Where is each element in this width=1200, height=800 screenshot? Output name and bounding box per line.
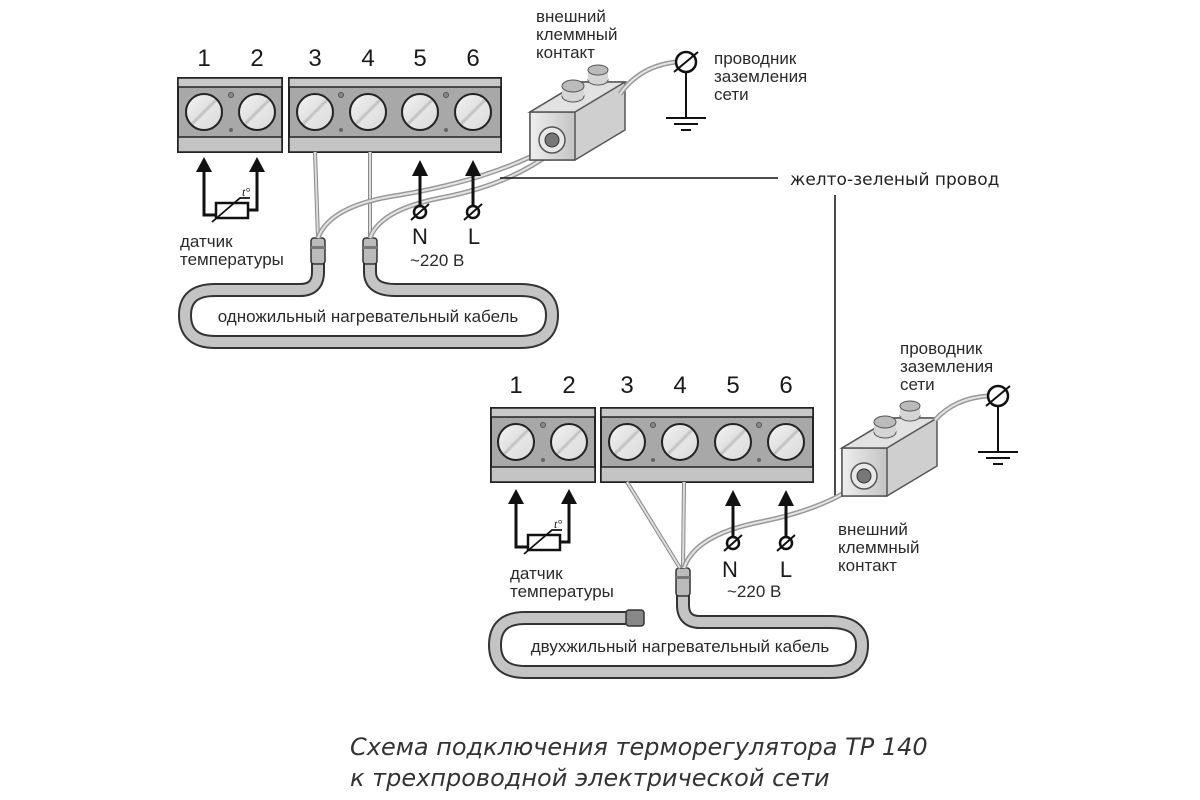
heating-cable-two-core xyxy=(487,480,870,679)
yellow-green-wire-label: желто-зеленый провод xyxy=(790,170,999,190)
terminal-number: 4 xyxy=(673,372,686,399)
live-label: L xyxy=(468,224,480,249)
cable-end-cap xyxy=(625,609,645,627)
external-contact-label: внешний xyxy=(838,520,908,539)
terminal-number: 3 xyxy=(620,372,633,399)
supply-connections xyxy=(410,160,483,221)
terminal-number: 4 xyxy=(361,45,374,72)
external-contact-label: контакт xyxy=(536,43,595,62)
terminal-number: 6 xyxy=(779,372,792,399)
terminal-screw xyxy=(497,423,535,461)
voltage-label: ~220 В xyxy=(410,251,464,270)
mains-ground-symbol xyxy=(933,384,1018,465)
terminal-number: 3 xyxy=(308,45,321,72)
terminal-number: 5 xyxy=(726,372,739,399)
external-terminal-contact xyxy=(839,400,940,497)
ground-conductor-label: заземления xyxy=(900,357,993,376)
terminal-number: 2 xyxy=(250,45,263,72)
sensor-label: датчик xyxy=(510,564,563,583)
cable-label: одножильный нагревательный кабель xyxy=(218,307,519,326)
ground-conductor-label: проводник xyxy=(714,49,797,68)
live-label: L xyxy=(780,557,792,582)
temperature-sensor-symbol: t° xyxy=(196,157,265,223)
mains-ground-symbol xyxy=(617,50,706,131)
arrow-up-icon xyxy=(196,157,212,172)
terminal-screw xyxy=(767,423,805,461)
terminal-screw xyxy=(714,423,752,461)
terminal-screw xyxy=(608,423,646,461)
terminal-number: 5 xyxy=(413,45,426,72)
caption-line-1: Схема подключения терморегулятора ТР 140 xyxy=(350,733,928,761)
terminal-number: 1 xyxy=(197,45,210,72)
caption-line-2: к трехпроводной электрической сети xyxy=(350,764,830,792)
neutral-label: N xyxy=(412,224,428,249)
terminal-block-power xyxy=(288,77,502,153)
terminal-number: 1 xyxy=(509,372,522,399)
terminal-numbers: 1 2 3 4 5 6 xyxy=(509,372,792,399)
arrow-up-icon xyxy=(561,489,577,504)
terminal-screw xyxy=(454,93,492,131)
arrow-up-icon xyxy=(778,490,794,506)
sensor-label: датчик xyxy=(180,232,233,251)
external-contact-label: клеммный xyxy=(838,538,919,557)
external-contact-label: внешний xyxy=(536,7,606,26)
scheme-two-core: 1 2 3 4 5 6 xyxy=(487,339,1018,679)
arrow-up-icon xyxy=(412,160,428,176)
external-contact-label: контакт xyxy=(838,556,897,575)
terminal-block-power xyxy=(600,407,814,483)
ground-conductor-label: проводник xyxy=(900,339,983,358)
sensor-t-symbol: t° xyxy=(242,185,250,199)
terminal-screw xyxy=(185,93,223,131)
diagram-caption: Схема подключения терморегулятора ТР 140… xyxy=(350,733,928,792)
heating-cable-single-core xyxy=(177,151,560,349)
terminal-number: 6 xyxy=(466,45,479,72)
temperature-sensor-symbol: t° xyxy=(508,489,577,555)
terminal-screw xyxy=(401,93,439,131)
arrow-up-icon xyxy=(725,490,741,506)
sensor-t-symbol: t° xyxy=(554,517,562,531)
terminal-screw xyxy=(349,93,387,131)
cable-label: двухжильный нагревательный кабель xyxy=(531,637,830,656)
terminal-number: 2 xyxy=(562,372,575,399)
terminal-screw xyxy=(238,93,276,131)
sensor-label: температуры xyxy=(510,582,614,601)
supply-connections xyxy=(723,490,796,552)
terminal-numbers: 1 2 3 4 5 6 xyxy=(197,45,479,72)
arrow-up-icon xyxy=(249,157,265,172)
neutral-label: N xyxy=(722,557,738,582)
terminal-screw xyxy=(661,423,699,461)
ground-conductor-label: сети xyxy=(900,375,935,394)
arrow-up-icon xyxy=(508,489,524,504)
external-contact-label: клеммный xyxy=(536,25,617,44)
arrow-up-icon xyxy=(465,160,481,176)
ground-conductor-label: заземления xyxy=(714,67,807,86)
ground-conductor-label: сети xyxy=(714,85,749,104)
yellow-green-wire-callout: желто-зеленый провод xyxy=(500,170,999,500)
terminal-screw xyxy=(550,423,588,461)
sensor-label: температуры xyxy=(180,250,284,269)
terminal-block-sensor xyxy=(177,77,283,153)
terminal-block-sensor xyxy=(490,407,596,483)
voltage-label: ~220 В xyxy=(727,582,781,601)
external-terminal-contact xyxy=(527,64,628,161)
terminal-screw xyxy=(296,93,334,131)
scheme-single-core: 1 2 3 4 5 6 xyxy=(177,7,807,349)
ground-wire-braid xyxy=(315,143,557,239)
